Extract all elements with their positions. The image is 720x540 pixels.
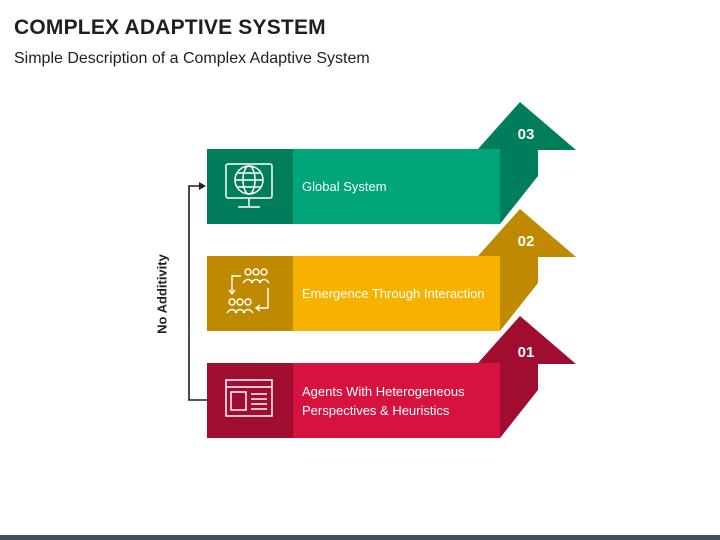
globe-monitor-icon bbox=[225, 163, 273, 208]
step-02-number: 02 bbox=[517, 233, 535, 250]
document-layout-icon bbox=[225, 379, 273, 417]
side-label-no-additivity: No Additivity bbox=[154, 254, 170, 334]
step-03-number: 03 bbox=[517, 126, 535, 143]
step-03-bar bbox=[293, 149, 500, 224]
step-02-icon-box bbox=[207, 256, 293, 331]
step-02-bar bbox=[293, 256, 500, 331]
step-03-shape bbox=[207, 102, 576, 224]
step-03-arrow-fold bbox=[478, 102, 576, 224]
step-02-label: Emergence Through Interaction bbox=[302, 286, 485, 301]
page-subtitle: Simple Description of a Complex Adaptive… bbox=[14, 50, 370, 67]
step-01-shape bbox=[207, 316, 576, 438]
step-01-icon-box bbox=[207, 363, 293, 438]
step-01-bar bbox=[293, 363, 500, 438]
step-01-label: Agents With Heterogeneous Perspectives &… bbox=[302, 383, 465, 418]
step-02-arrow-fold bbox=[478, 209, 576, 331]
step-03-label: Global System bbox=[302, 179, 387, 194]
page-title: COMPLEX ADAPTIVE SYSTEM bbox=[14, 16, 326, 39]
footer-bar bbox=[0, 535, 720, 540]
step-02-shape bbox=[207, 209, 576, 331]
people-interaction-icon bbox=[226, 268, 270, 314]
step-01-number: 01 bbox=[517, 344, 535, 361]
step-01-arrow-fold bbox=[478, 316, 576, 438]
bracket-connector bbox=[188, 182, 207, 401]
